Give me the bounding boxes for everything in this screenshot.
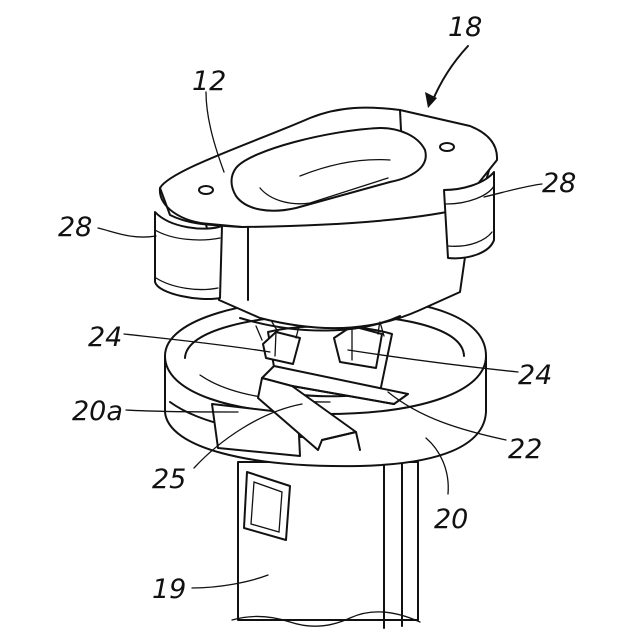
label-19: 19 [152, 574, 186, 605]
label-12: 12 [192, 66, 226, 97]
label-28-left: 28 [58, 212, 92, 243]
label-22: 22 [508, 434, 542, 465]
cap-hole-right [440, 143, 454, 151]
cap-hole-left [199, 186, 213, 194]
label-24-right: 24 [518, 360, 552, 391]
label-20a: 20a [72, 396, 123, 427]
label-24-left: 24 [88, 322, 122, 353]
label-20: 20 [434, 504, 468, 535]
shaft [232, 462, 420, 628]
arrow-18 [432, 46, 468, 102]
label-18: 18 [448, 12, 482, 43]
label-28-right: 28 [542, 168, 576, 199]
label-25: 25 [152, 464, 186, 495]
